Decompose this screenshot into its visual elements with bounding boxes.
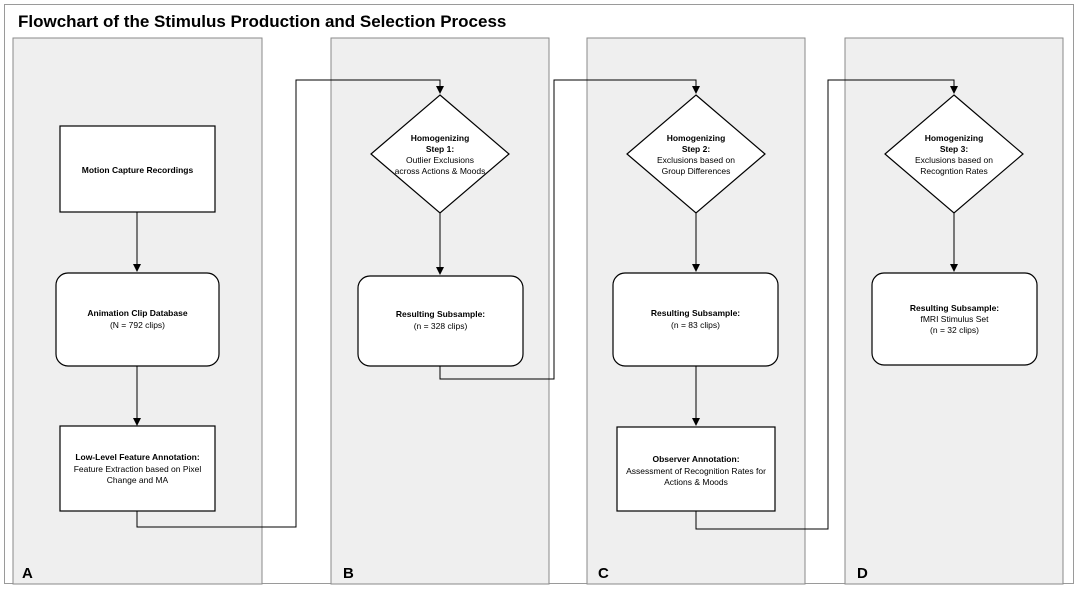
node-subsample-3-detail-1: fMRI Stimulus Set xyxy=(920,314,989,324)
arrow-observer-to-step3 xyxy=(695,79,958,530)
node-hom1-line-3: Outlier Exclusions xyxy=(406,155,474,165)
node-low-level-annotation xyxy=(59,425,216,512)
node-observer-detail-1: Assessment of Recognition Rates for xyxy=(626,466,766,476)
node-low-level-title: Low-Level Feature Annotation: xyxy=(75,452,200,462)
panel-label-b: B xyxy=(343,565,354,582)
node-hom1-line-1: Homogenizing xyxy=(411,133,470,143)
node-observer-annotation xyxy=(616,426,776,512)
arrow-subsample1-to-step2 xyxy=(439,79,700,380)
node-hom2-line-4: Group Differences xyxy=(662,166,731,176)
node-subsample-2-title: Resulting Subsample: xyxy=(651,308,740,318)
node-hom2-line-3: Exclusions based on xyxy=(657,155,735,165)
node-subsample-3 xyxy=(871,272,1038,366)
node-hom3-line-4: Recogntion Rates xyxy=(920,166,988,176)
node-hom3-line-2: Step 3: xyxy=(940,144,969,154)
node-subsample-1-title: Resulting Subsample: xyxy=(396,309,485,319)
node-subsample-2-detail: (n = 83 clips) xyxy=(671,320,720,330)
node-hom2-line-2: Step 2: xyxy=(682,144,711,154)
node-subsample-3-title: Resulting Subsample: xyxy=(910,303,999,313)
node-homogenizing-step-2 xyxy=(626,94,766,214)
panel-label-a: A xyxy=(22,565,33,582)
arrow-lowlevel-to-step1 xyxy=(136,79,444,528)
node-low-level-detail-2: Change and MA xyxy=(107,475,169,485)
node-subsample-3-detail-2: (n = 32 clips) xyxy=(930,325,979,335)
node-hom1-line-4: across Actions & Moods xyxy=(395,166,486,176)
node-motion-capture xyxy=(59,125,216,213)
node-subsample-2 xyxy=(612,272,779,367)
node-homogenizing-step-3 xyxy=(884,94,1024,214)
node-subsample-1 xyxy=(357,275,524,367)
node-motion-capture-title: Motion Capture Recordings xyxy=(82,165,194,175)
node-observer-title: Observer Annotation: xyxy=(652,454,739,464)
node-homogenizing-step-1 xyxy=(370,94,510,214)
node-hom3-line-3: Exclusions based on xyxy=(915,155,993,165)
node-hom1-line-2: Step 1: xyxy=(426,144,455,154)
node-hom2-line-1: Homogenizing xyxy=(667,133,726,143)
node-animation-database-title: Animation Clip Database xyxy=(87,308,187,318)
figure-title: Flowchart of the Stimulus Production and… xyxy=(18,12,507,31)
node-animation-database-detail: (N = 792 clips) xyxy=(110,320,165,330)
node-subsample-1-detail: (n = 328 clips) xyxy=(414,321,468,331)
node-hom3-line-1: Homogenizing xyxy=(925,133,984,143)
node-low-level-detail-1: Feature Extraction based on Pixel xyxy=(74,464,202,474)
panel-label-d: D xyxy=(857,565,868,582)
panel-label-c: C xyxy=(598,565,609,582)
node-observer-detail-2: Actions & Moods xyxy=(664,477,728,487)
node-animation-database xyxy=(55,272,220,367)
